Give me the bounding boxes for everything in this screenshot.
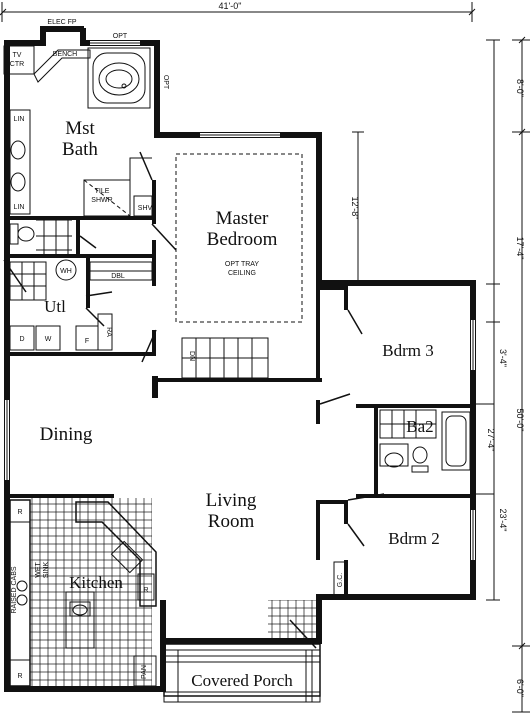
overall-width-dimension: 41'-0" <box>219 1 242 11</box>
windows <box>5 41 475 560</box>
stairs: DN <box>181 337 269 379</box>
right-3ft-dimension: 3'-4" <box>498 349 508 367</box>
ba2-room-label: Ba2 <box>406 417 433 436</box>
raised-cabs-label: RAISED CABS <box>11 566 18 613</box>
utility-fixtures <box>9 259 153 351</box>
elec-fp-label: ELEC FP <box>47 19 77 26</box>
interior-walls <box>4 180 476 600</box>
ba2-fixtures <box>379 409 471 473</box>
tray-ceiling-outline <box>175 153 303 323</box>
utility-room-label: Utl <box>44 297 66 316</box>
right-8ft-dimension: 8'-0" <box>515 79 525 97</box>
bdrm2-room-label: Bdrm 2 <box>388 529 439 548</box>
bench-label: BENCH <box>53 51 78 58</box>
bdrm3-room-label: Bdrm 3 <box>382 341 433 360</box>
right-23ft-dimension: 23'-4" <box>498 509 508 532</box>
right-6ft-dimension: 6'-0" <box>515 679 525 697</box>
r-kitchen-top-label: R <box>17 509 22 516</box>
overall-depth-dimension: 50'-0" <box>515 409 525 432</box>
r-island-label: R <box>143 587 148 594</box>
dining-room-label: Dining <box>40 424 93 445</box>
bedroom-labels: Bdrm 3 Ba2 Bdrm 2 G.C. <box>333 341 440 597</box>
entry-tile <box>268 600 316 638</box>
kitchen-fixtures <box>9 499 157 687</box>
right-17ft-dimension: 17'-4" <box>515 237 525 260</box>
master-12ft-dimension: 12'-8" <box>350 197 360 220</box>
pan-label: PAN <box>141 665 148 679</box>
covered-porch: Covered Porch <box>163 643 321 703</box>
covered-porch-label: Covered Porch <box>191 671 293 690</box>
gc-closet <box>333 561 347 597</box>
opt-side-label: OPT <box>162 75 169 90</box>
wet-sink-label: WETSINK <box>35 562 50 579</box>
ra-label: RA <box>105 327 112 337</box>
furnace-label: F <box>85 338 89 345</box>
kitchen-labels: Kitchen R R R RAISED CABS WETSINK PAN <box>11 509 149 680</box>
r-kitchen-bottom-label: R <box>17 673 22 680</box>
wh-label: WH <box>60 268 72 275</box>
lin-label-1: LIN <box>14 116 25 123</box>
washer-label: W <box>45 336 52 343</box>
dbl-label: DBL <box>111 273 125 280</box>
opt-top-label: OPT <box>113 33 128 40</box>
gc-label: G.C. <box>337 573 344 587</box>
mst-bath-fixtures <box>3 45 153 254</box>
dn-label: DN <box>188 351 195 361</box>
kitchen-room-label: Kitchen <box>69 573 123 592</box>
utility-labels: WH DBL Utl D W F RA <box>19 268 124 345</box>
dimension-texts: 41'-0" 8'-0" 17'-4" 50'-0" 6'-0" 12'-8" … <box>219 1 525 697</box>
shv-label: SHV <box>138 205 153 212</box>
lin-label-2: LIN <box>14 204 25 211</box>
dryer-label: D <box>19 336 24 343</box>
right-27ft-dimension: 27'-4" <box>486 429 496 452</box>
